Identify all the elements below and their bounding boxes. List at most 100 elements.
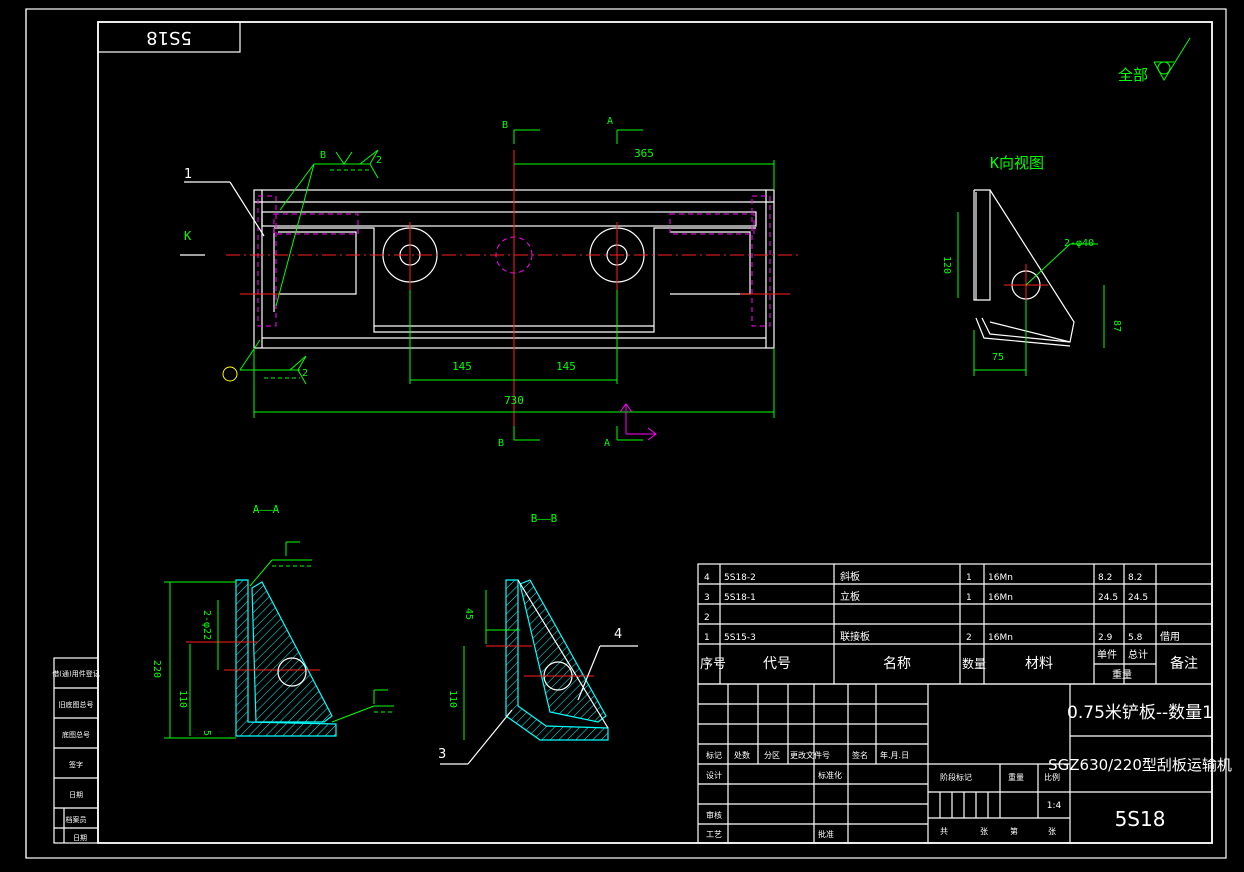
bom-qty-0: 1	[966, 573, 972, 583]
bom-w2-1: 24.5	[1128, 593, 1148, 603]
bom-mat-3: 16Mn	[988, 633, 1013, 643]
dim-110a: 110	[177, 690, 188, 708]
bom-no-2: 2	[704, 613, 710, 623]
label-review: 审核	[706, 810, 722, 820]
bom-name-3: 联接板	[840, 630, 870, 643]
bom-w1-1: 24.5	[1098, 593, 1118, 603]
bom-w2-3: 5.8	[1128, 633, 1143, 643]
svg-text:B: B	[320, 150, 326, 161]
bom-mat-1: 16Mn	[988, 593, 1013, 603]
bom-code-1: 5S18-1	[724, 593, 756, 603]
dim-45: 45	[463, 608, 474, 620]
front-dimensions: 365 145 145 730	[253, 147, 775, 418]
label-craft: 工艺	[706, 830, 722, 839]
bom-no-0: 4	[704, 573, 710, 583]
bom-w1-0: 8.2	[1098, 573, 1112, 583]
sec-b-bot: B	[498, 438, 504, 449]
code-box: 5S18	[97, 21, 241, 53]
bom-header-mat: 材料	[1025, 656, 1053, 672]
balloon-4: 4	[614, 627, 622, 642]
label-date: 年.月.日	[880, 750, 909, 760]
section-markers: B A B A K	[180, 116, 643, 449]
strip-label-0: 借(通)用件登记	[52, 669, 99, 678]
bom-w2-0: 8.2	[1128, 573, 1142, 583]
balloon-3: 3	[438, 747, 446, 762]
strip-label-1: 旧底图总号	[59, 700, 94, 709]
bom-header-single: 单件	[1097, 649, 1117, 661]
dim-120: 120	[941, 256, 952, 274]
label-mark: 标记	[706, 750, 722, 760]
dim-5: 5	[201, 730, 212, 736]
bom-header-code: 代号	[763, 656, 791, 672]
sec-b-top: B	[502, 120, 508, 131]
bom-qty-3: 2	[966, 633, 972, 643]
label-std: 标准化	[818, 770, 842, 780]
section-aa: A——A 220 110 2-φ22 5	[151, 503, 394, 739]
bom-code-0: 5S18-2	[724, 573, 756, 583]
bom-header-weight: 重量	[1112, 668, 1132, 681]
machine-name: SGZ630/220型刮板运输机	[1048, 756, 1232, 774]
dim-730: 730	[504, 394, 524, 407]
section-aa-title: A——A	[253, 503, 280, 516]
drawing-number: 5S18	[1115, 807, 1166, 831]
dim-220: 220	[151, 660, 162, 678]
left-strip: 借(通)用件登记 旧底图总号 底图总号 签字 日期 档案员 日期	[52, 657, 100, 844]
part-title: 0.75米铲板--数量1	[1067, 703, 1213, 723]
label-sheet-no: 第	[1010, 826, 1018, 836]
section-bb-title: B——B	[531, 512, 558, 525]
dim-110b: 110	[447, 690, 458, 708]
drawing-border	[25, 8, 1227, 859]
bom-header-note: 备注	[1170, 655, 1198, 672]
strip-label-6: 日期	[73, 834, 87, 842]
sec-a-bot: A	[604, 438, 610, 449]
bom-name-0: 斜板	[840, 570, 860, 583]
strip-label-3: 签字	[69, 760, 83, 769]
label-design: 设计	[706, 770, 722, 780]
label-doc: 更改文件号	[790, 750, 830, 760]
dim-75: 75	[992, 352, 1004, 363]
bom-header-qty: 数量	[962, 656, 986, 671]
bom-no-1: 3	[704, 593, 710, 603]
bom-no-3: 1	[704, 633, 710, 643]
k-view-title: K向视图	[990, 154, 1044, 172]
label-sheet-1: 张	[980, 827, 988, 836]
label-count: 处数	[734, 750, 750, 760]
bom-code-3: 5S15-3	[724, 633, 756, 643]
label-weight: 重量	[1008, 772, 1024, 782]
bom-header-name: 名称	[883, 656, 911, 672]
scale-value: 1:4	[1047, 801, 1062, 811]
roughness-text: 全部	[1118, 66, 1148, 84]
k-view: K向视图 2-φ40 120 87 75	[941, 154, 1122, 376]
svg-text:2: 2	[302, 368, 308, 379]
sec-a-top: A	[607, 116, 613, 127]
front-view	[226, 150, 800, 430]
label-stage: 阶段标记	[940, 772, 972, 782]
dim-2phi40: 2-φ40	[1064, 238, 1094, 249]
label-sheets-total: 共	[940, 827, 948, 836]
front-leaders: 1 B 2 2	[184, 149, 382, 385]
svg-text:2: 2	[376, 155, 382, 166]
label-sign: 签名	[852, 750, 868, 760]
bom-mat-0: 16Mn	[988, 573, 1013, 583]
bom-header-total: 总计	[1128, 648, 1148, 661]
dim-145a: 145	[452, 360, 472, 373]
strip-label-5: 档案员	[66, 815, 87, 824]
strip-label-4: 日期	[69, 791, 83, 799]
balloon-1-front: 1	[184, 167, 192, 182]
bom-header-no: 序号	[700, 657, 726, 672]
section-bb: B——B 45 110 3 4	[438, 512, 638, 765]
label-sheet-2: 张	[1048, 827, 1056, 836]
bom-name-1: 立板	[840, 590, 860, 603]
bom-table: 4 5S18-2 斜板 1 16Mn 8.2 8.2 3 5S18-1 立板 1…	[697, 563, 1213, 685]
label-approve: 批准	[818, 829, 834, 839]
bom-qty-1: 1	[966, 593, 972, 603]
code-box-text: 5S18	[146, 27, 192, 48]
dim-145b: 145	[556, 360, 576, 373]
strip-label-2: 底图总号	[62, 730, 90, 739]
dim-365: 365	[634, 147, 654, 160]
k-arrow-label: K	[184, 229, 192, 243]
title-block: 0.75米铲板--数量1 SGZ630/220型刮板运输机 5S18 1:4 标…	[697, 683, 1232, 844]
bom-w1-3: 2.9	[1098, 633, 1113, 643]
label-zone: 分区	[764, 751, 780, 760]
